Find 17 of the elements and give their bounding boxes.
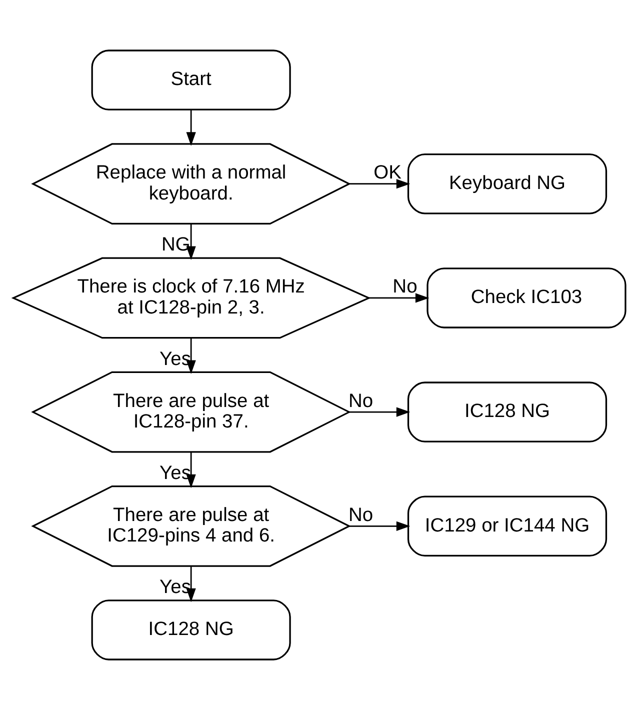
- node-box: IC128 NG: [407, 382, 608, 442]
- arrow: [369, 293, 430, 303]
- arrow: [186, 110, 196, 146]
- node-box: IC129 or IC144 NG: [407, 496, 608, 557]
- arrow: [349, 407, 410, 417]
- node-box: Keyboard NG: [407, 153, 608, 214]
- edge-label: No: [348, 390, 374, 412]
- arrow: [349, 179, 410, 189]
- node-box: Check IC103: [426, 268, 626, 328]
- arrow: [186, 224, 196, 260]
- edge-label: No: [348, 504, 374, 526]
- edge-label: NG: [162, 234, 190, 256]
- arrow: [349, 521, 410, 531]
- edge-label: OK: [374, 162, 402, 184]
- node-box: Start: [91, 50, 291, 110]
- node-box: IC128 NG: [91, 600, 291, 660]
- edge-label: No: [392, 276, 418, 298]
